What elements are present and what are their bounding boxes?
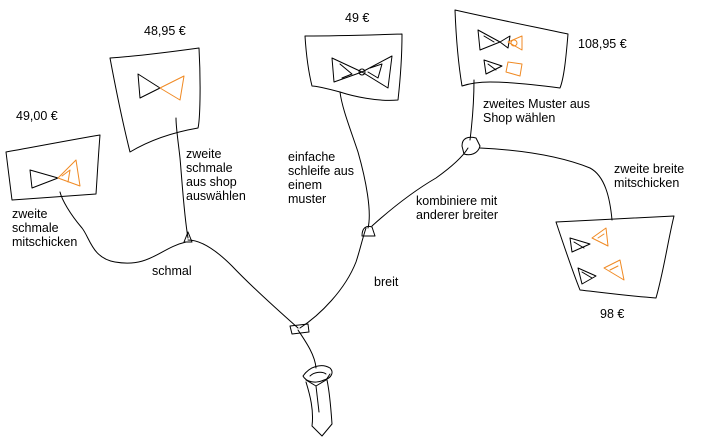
- line-combine-to-wide: [479, 147, 613, 221]
- bowtie-narrow-icon: [29, 159, 81, 189]
- card-two-wide: [555, 215, 675, 299]
- bowtie-patterned-icon: [331, 55, 393, 89]
- bowtie-orange-icon: [591, 227, 609, 247]
- knot-right: [361, 225, 376, 237]
- price-two-wide-shop: 108,95 €: [578, 37, 627, 51]
- note-second-narrow-extra: zweite schmale mitschicken: [12, 207, 78, 249]
- bowtie-narrow-icon: [137, 73, 185, 101]
- note-second-narrow-shop: zweite schmale aus shop auswählen: [186, 147, 246, 203]
- connector-lines: [59, 79, 613, 369]
- bowtie-black-icon: [577, 267, 597, 285]
- card-frame: [304, 33, 403, 101]
- line-combine-to-shop: [469, 79, 475, 141]
- line-knot-to-right: [299, 227, 367, 329]
- junction-knots: [183, 136, 481, 335]
- note-second-pattern-shop: zweites Muster aus Shop wählen: [483, 97, 590, 125]
- bowtie-orange-icon: [507, 35, 523, 51]
- note-combine-wide: kombiniere mit anderer breiter: [416, 194, 498, 222]
- line-left-to-extra: [59, 191, 187, 264]
- bowtie-black-icon: [477, 29, 511, 51]
- price-single-narrow: 49,00 €: [16, 109, 58, 123]
- card-frame: [454, 9, 569, 89]
- line-knot-to-left: [187, 239, 299, 329]
- card-single-narrow: [5, 134, 101, 201]
- bowtie-black-icon: [483, 59, 503, 75]
- card-narrow-shop: [109, 47, 201, 153]
- note-second-wide-extra: zweite breite mitschicken: [614, 162, 685, 190]
- card-frame: [555, 215, 675, 299]
- price-narrow-shop: 48,95 €: [144, 24, 186, 38]
- line-left-to-shop: [175, 117, 189, 239]
- knot-left: [183, 231, 193, 243]
- line-right-to-simple: [339, 91, 370, 229]
- card-frame: [5, 134, 101, 201]
- price-simple: 49 €: [345, 11, 370, 25]
- necktie-icon: [302, 365, 333, 437]
- bowtie-orange-icon: [603, 259, 625, 281]
- card-frame: [109, 47, 201, 153]
- card-simple: [304, 33, 403, 101]
- card-two-wide-shop: [454, 9, 569, 89]
- line-right-to-combine: [371, 147, 469, 227]
- price-two-wide: 98 €: [600, 307, 625, 321]
- knot-combine: [461, 136, 481, 156]
- note-simple-bow: einfache schleife aus einem muster: [288, 150, 355, 206]
- bowtie-black-icon: [569, 237, 591, 253]
- line-tie-to-knot: [297, 329, 317, 369]
- bowtie-orange-icon: [505, 61, 523, 77]
- knot-root: [289, 323, 310, 335]
- branch-label-narrow: schmal: [152, 264, 192, 278]
- branch-label-wide: breit: [374, 275, 399, 289]
